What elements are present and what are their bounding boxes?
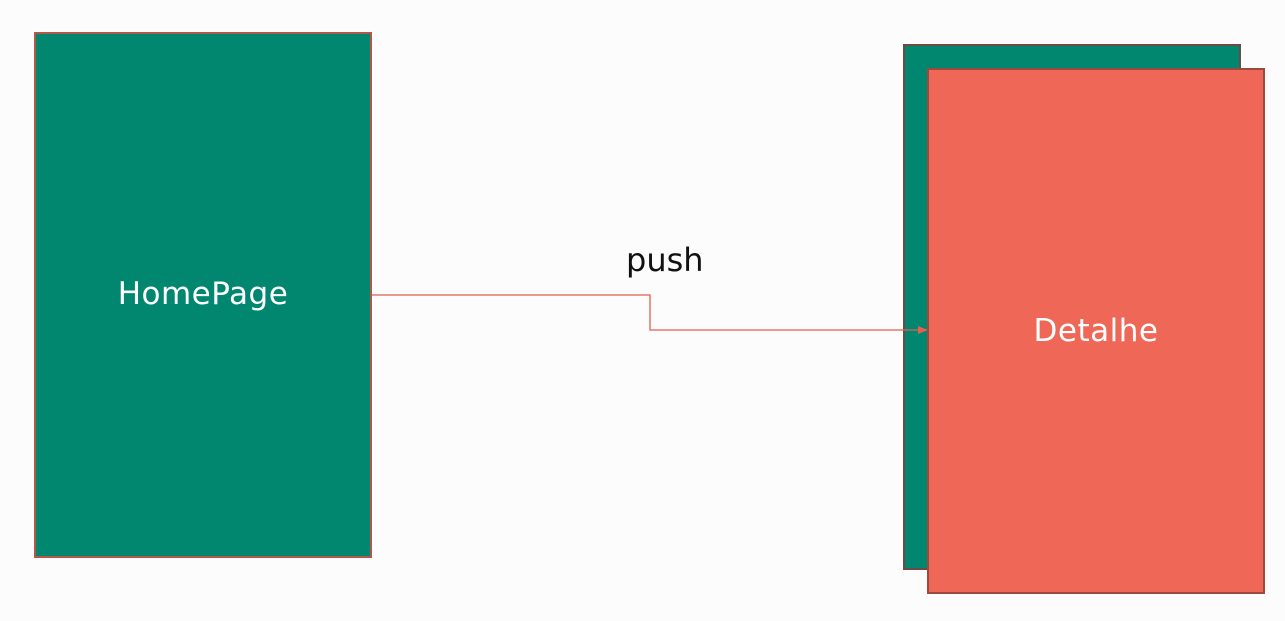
detalhe-label: Detalhe [1033,313,1159,349]
detalhe-node: Detalhe [927,68,1265,594]
push-arrow-line [372,294,928,334]
homepage-label: HomePage [117,276,289,312]
homepage-node: HomePage [34,32,372,558]
push-edge-label: push [626,241,704,279]
